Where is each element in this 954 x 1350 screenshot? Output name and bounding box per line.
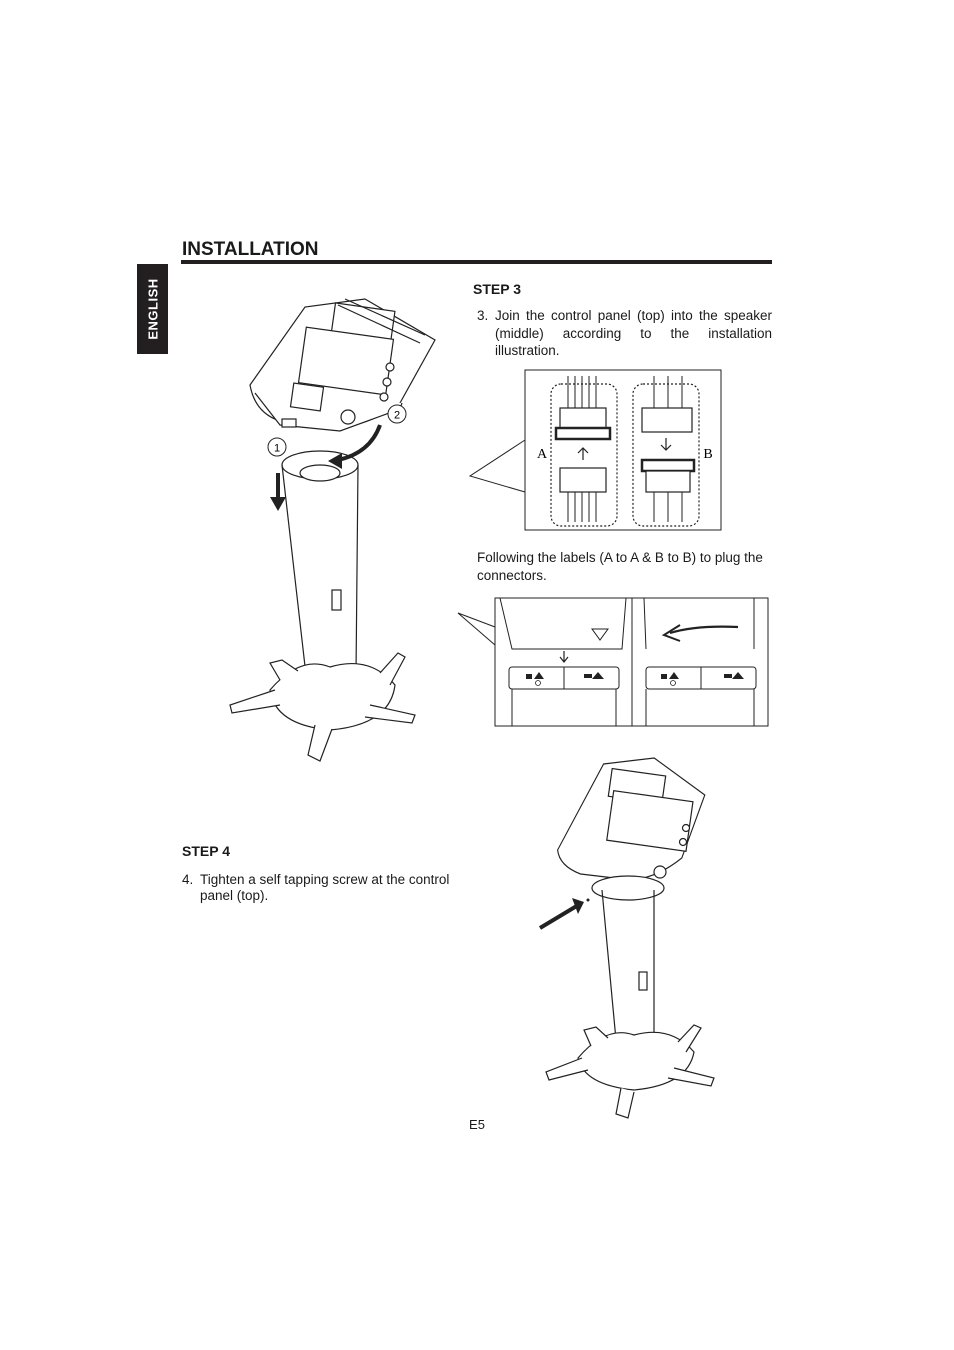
page-number: E5 xyxy=(469,1117,485,1132)
title-rule xyxy=(181,260,772,264)
connector-label-a: A xyxy=(537,447,548,462)
language-tab: ENGLISH xyxy=(137,264,168,354)
step3-heading: STEP 3 xyxy=(473,281,521,297)
lock-detail-diagram xyxy=(457,597,769,727)
step3-text: Join the control panel (top) into the sp… xyxy=(495,308,772,358)
language-label: ENGLISH xyxy=(145,278,160,340)
step4-number: 4. xyxy=(182,872,194,887)
connector-label-b: B xyxy=(703,447,712,462)
step4-text: Tighten a self tapping screw at the cont… xyxy=(200,872,450,903)
assembly-illustration: 1 2 xyxy=(229,298,436,762)
step3-number: 3. xyxy=(477,308,489,323)
page-title: INSTALLATION xyxy=(182,239,319,260)
callout-1: 1 xyxy=(274,443,280,455)
step3-instruction: 3. Join the control panel (top) into the… xyxy=(477,307,772,360)
step3-note: Following the labels (A to A & B to B) t… xyxy=(477,550,763,583)
step4-heading: STEP 4 xyxy=(182,843,230,859)
screw-illustration xyxy=(538,757,715,1119)
step4-instruction: 4. Tighten a self tapping screw at the c… xyxy=(182,872,468,904)
callout-2: 2 xyxy=(394,410,400,422)
connector-diagram: A B xyxy=(468,369,722,531)
